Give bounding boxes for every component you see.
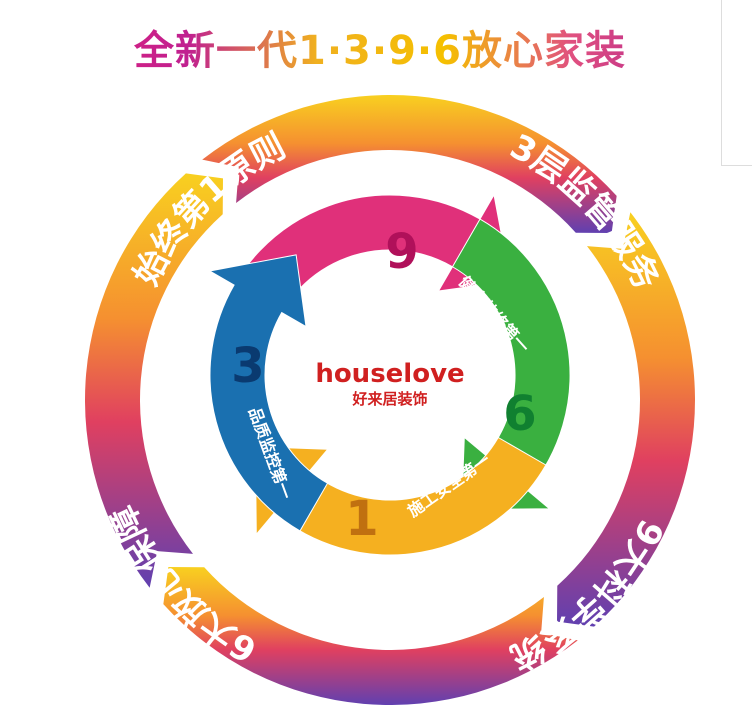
brand-subtitle: 好来居装饰 xyxy=(351,390,427,408)
inner-number-3: 3 xyxy=(231,338,264,394)
outer-segment-1 xyxy=(557,212,695,627)
outer-segment-2 xyxy=(163,567,578,705)
outer-segment-0 xyxy=(202,94,617,233)
brand-name: houselove xyxy=(315,359,464,389)
outer-ring xyxy=(85,94,695,705)
inner-arrow-3 xyxy=(208,254,329,532)
inner-number-0: 9 xyxy=(385,224,418,280)
outer-segment-3 xyxy=(85,173,223,588)
inner-number-2: 1 xyxy=(345,491,378,547)
panel-edge xyxy=(721,0,752,166)
inner-number-1: 6 xyxy=(503,386,536,442)
outer-label-3: 6大放心保障 xyxy=(103,499,263,670)
outer-label-2: 9大科学系统 xyxy=(504,513,671,677)
page-title: 全新一代1·3·9·6放心家装 xyxy=(60,18,700,76)
